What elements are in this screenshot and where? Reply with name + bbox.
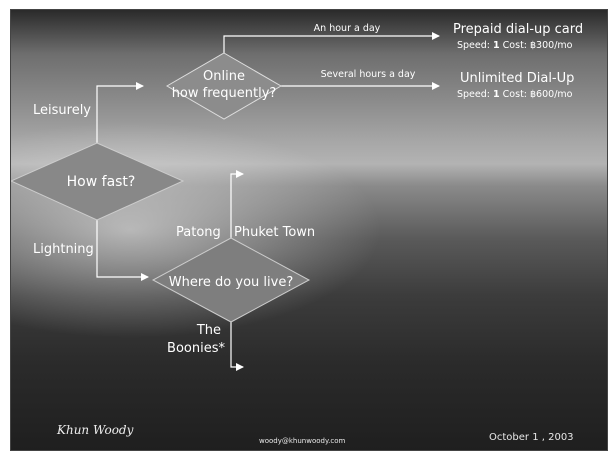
edge-label-patong: Patong: [176, 225, 221, 240]
slide: Online how frequently? How fast? Where d…: [10, 9, 608, 451]
edge-boonies: [230, 322, 244, 371]
edge-hour-a-day: [223, 32, 440, 53]
outcome-prepaid-cost: Cost: ฿300/mo: [503, 40, 573, 51]
outcome-unlimited-details: Speed: 1 Cost: ฿600/mo: [457, 89, 573, 100]
edge-label-lightning: Lightning: [33, 242, 94, 257]
footer-date: October 1 , 2003: [489, 432, 574, 443]
where-live-label: Where do you live?: [169, 275, 293, 290]
edge-label-phuket-town: Phuket Town: [234, 225, 315, 240]
outcome-prepaid: Prepaid dial-up card Speed: 1 Cost: ฿300…: [453, 22, 583, 51]
edge-label-boonies-line2: Boonies*: [167, 341, 225, 356]
edge-lightning: [96, 220, 149, 281]
online-label-line1: Online: [203, 69, 245, 84]
outcome-prepaid-title: Prepaid dial-up card: [453, 22, 583, 37]
outcome-prepaid-speed-label: Speed:: [457, 40, 490, 51]
outcome-prepaid-details: Speed: 1 Cost: ฿300/mo: [457, 40, 573, 51]
outcome-unlimited-speed-label: Speed:: [457, 89, 490, 100]
flowchart: Online how frequently? How fast? Where d…: [11, 22, 583, 445]
outcome-unlimited-cost: Cost: ฿600/mo: [503, 89, 573, 100]
connectors: [96, 32, 440, 371]
edge-label-hour-a-day: An hour a day: [314, 23, 381, 34]
edge-label-boonies-line1: The: [196, 323, 221, 338]
edge-label-several-hours: Several hours a day: [321, 69, 416, 80]
edge-patong-phuket: [230, 170, 244, 238]
outcome-prepaid-speed-value: 1: [493, 40, 500, 51]
edge-label-leisurely: Leisurely: [33, 103, 91, 118]
where-live-diamond: [151, 237, 311, 323]
edge-leisurely: [96, 82, 144, 143]
how-fast-label: How fast?: [67, 174, 136, 190]
outcome-unlimited-title: Unlimited Dial-Up: [460, 71, 574, 86]
outcome-unlimited: Unlimited Dial-Up Speed: 1 Cost: ฿600/mo: [457, 71, 574, 100]
outcome-unlimited-speed-value: 1: [493, 89, 500, 100]
online-label-line2: how frequently?: [172, 86, 277, 101]
online-frequency-diamond: [166, 52, 282, 120]
how-fast-diamond: [11, 142, 185, 221]
signature: Khun Woody: [56, 423, 134, 437]
footer-email: woody@khunwoody.com: [259, 437, 345, 445]
